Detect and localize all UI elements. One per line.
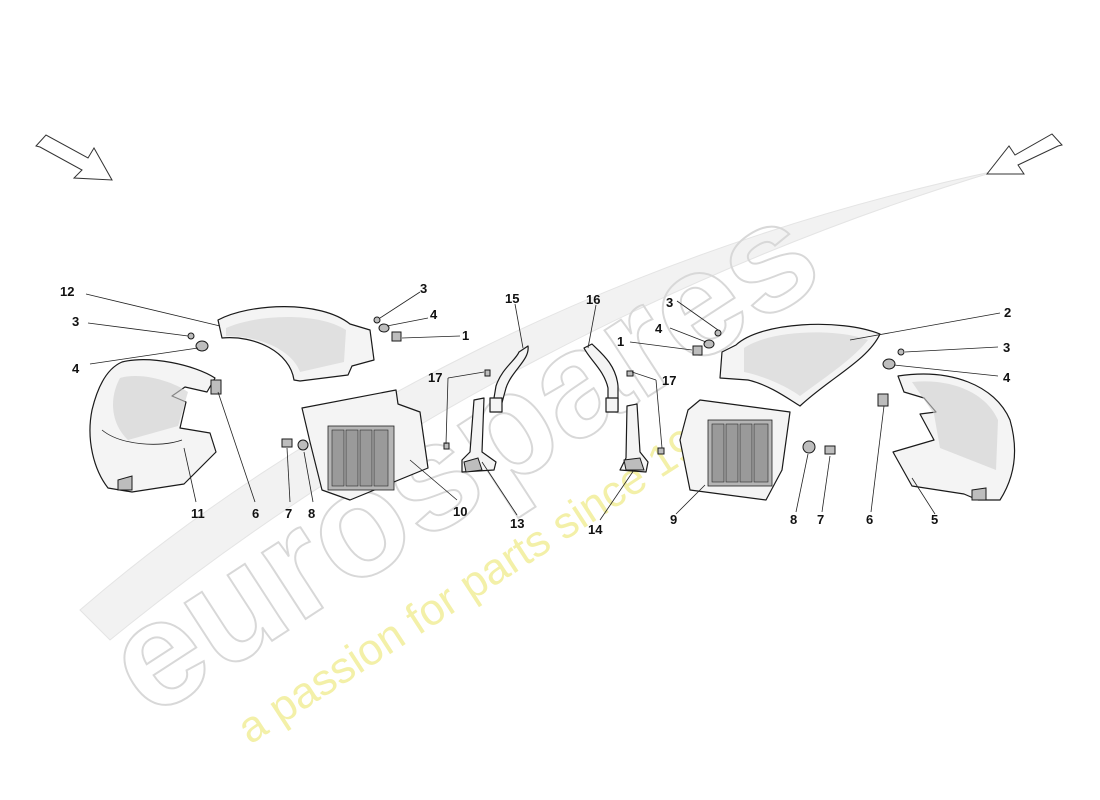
part-4-left-washer-b (378, 323, 390, 333)
part-16-right-coolant-hose (583, 343, 619, 413)
part-13-left-bracket (461, 397, 497, 473)
part-6-left-clip (210, 379, 222, 395)
callout-4-right-inner: 4 (655, 321, 663, 336)
callout-3-left-outer: 3 (72, 314, 79, 329)
part-17-right-screw-a (626, 370, 634, 377)
callout-3-right-outer: 3 (1003, 340, 1010, 355)
part-6-right-clip (877, 393, 889, 407)
callout-16: 16 (586, 292, 600, 307)
part-14-right-bracket (619, 403, 649, 473)
direction-arrow-left (35, 134, 113, 181)
part-17-left-screw-a (484, 369, 491, 377)
part-2-right-wheelarch-trim (719, 323, 881, 407)
part-8-left-grommet (297, 439, 309, 451)
callout-4-left-inner: 4 (430, 307, 438, 322)
part-10-left-radiator-cover (301, 389, 429, 501)
watermark: eurospares a passion for parts since 198… (75, 164, 1001, 753)
callout-11: 11 (191, 506, 205, 521)
part-3-right-screw-a (897, 348, 905, 356)
callout-1-right: 1 (617, 334, 624, 349)
left-small-fasteners (187, 316, 491, 451)
part-15-left-coolant-hose (489, 345, 529, 413)
part-3-left-screw-a (187, 332, 195, 340)
callout-3-right-inner: 3 (666, 295, 673, 310)
part-8-right-grommet (802, 440, 816, 454)
callout-14: 14 (588, 522, 603, 537)
callout-6-right: 6 (866, 512, 873, 527)
callout-8-left: 8 (308, 506, 315, 521)
right-small-fasteners (626, 329, 905, 455)
callout-1-left: 1 (462, 328, 469, 343)
right-radiator-fins (711, 423, 769, 483)
part-17-left-screw-b (443, 442, 450, 450)
callout-15: 15 (505, 291, 519, 306)
callout-4-right-outer: 4 (1003, 370, 1011, 385)
callout-10: 10 (453, 504, 467, 519)
callout-3-left-inner: 3 (420, 281, 427, 296)
part-4-right-washer-b (703, 339, 715, 349)
part-5-right-wheelarch-liner (892, 373, 1016, 501)
callout-2: 2 (1004, 305, 1011, 320)
callout-17-left: 17 (428, 370, 442, 385)
part-7-left-bolt (281, 438, 293, 448)
part-1-right-clip-nut (692, 345, 703, 356)
part-7-right-bolt (824, 445, 836, 455)
callout-8-right: 8 (790, 512, 797, 527)
callout-17-right: 17 (662, 373, 676, 388)
callout-labels: 12 3 4 11 6 7 8 10 3 4 1 15 17 13 16 1 3… (60, 281, 1011, 537)
part-4-right-washer-a (882, 358, 896, 370)
callout-13: 13 (510, 516, 524, 531)
part-1-left-clip-nut (391, 331, 402, 342)
callout-5: 5 (931, 512, 938, 527)
callout-7-left: 7 (285, 506, 292, 521)
callout-4-left-outer: 4 (72, 361, 80, 376)
part-12-left-wheelarch-trim (217, 306, 375, 382)
callout-7-right: 7 (817, 512, 824, 527)
part-11-left-wheelarch-liner (89, 359, 217, 493)
callout-9: 9 (670, 512, 677, 527)
left-radiator-fins (331, 429, 389, 487)
callout-12: 12 (60, 284, 74, 299)
direction-arrow-right (985, 133, 1063, 175)
part-4-left-washer-a (195, 340, 209, 352)
leader-lines (85, 291, 1001, 521)
part-3-left-screw-b (373, 316, 381, 324)
part-17-right-screw-b (657, 447, 665, 455)
part-9-right-radiator-cover (679, 399, 791, 501)
callout-6-left: 6 (252, 506, 259, 521)
part-3-right-screw-b (714, 329, 722, 337)
